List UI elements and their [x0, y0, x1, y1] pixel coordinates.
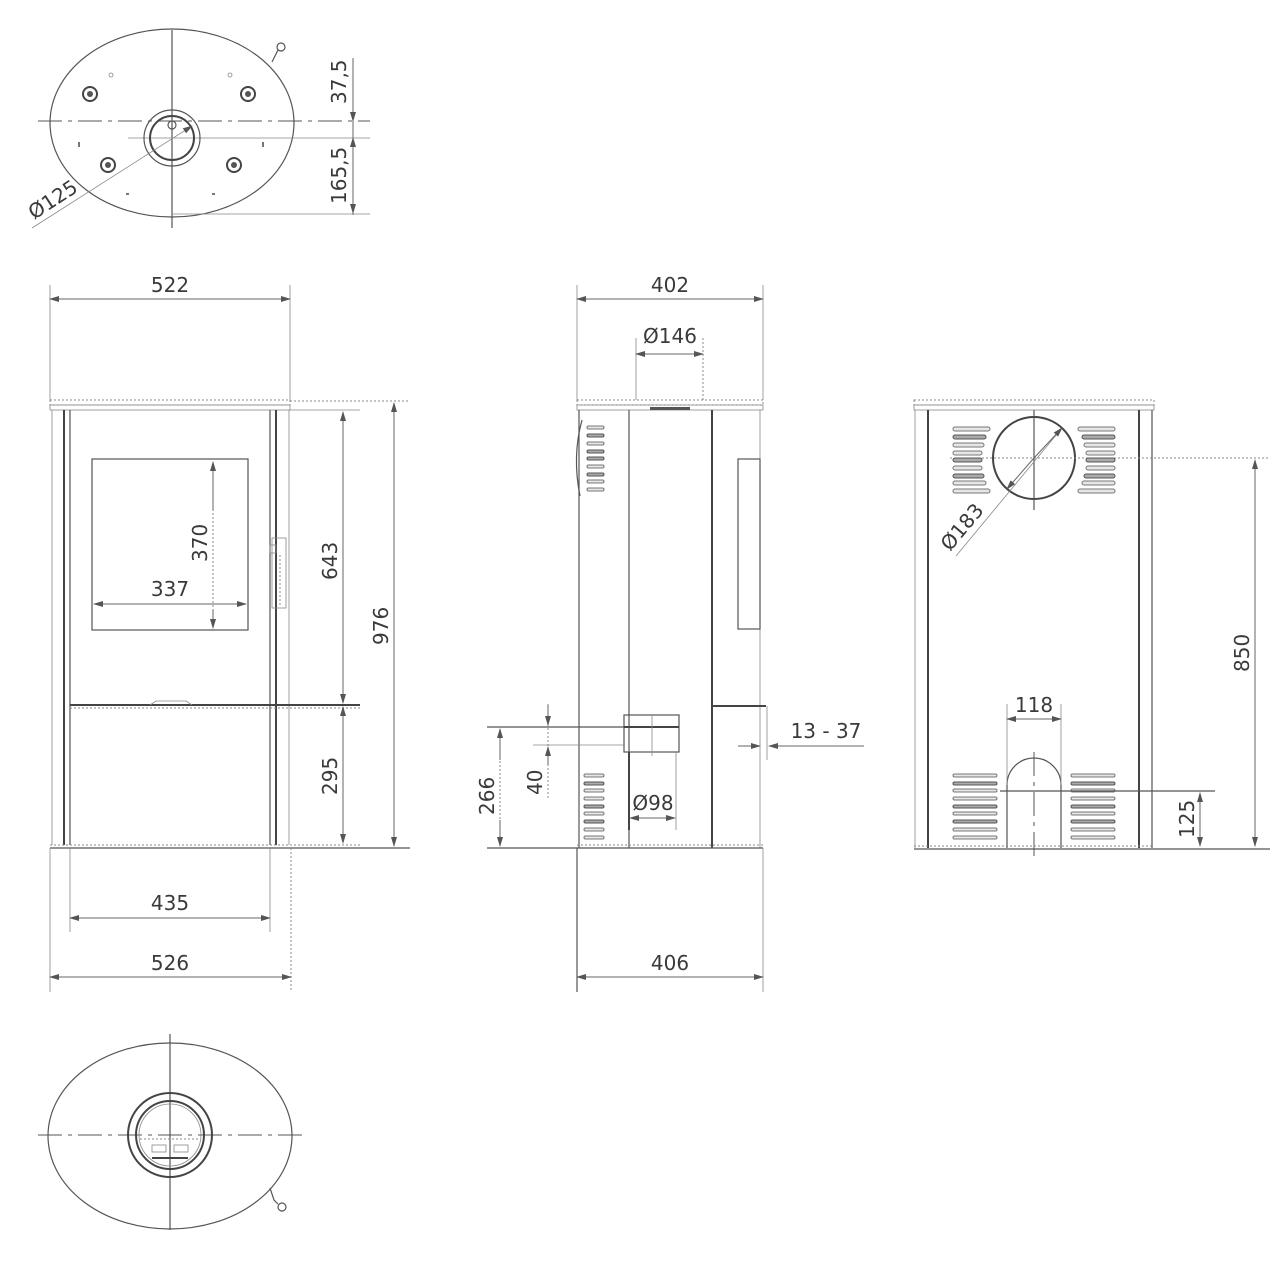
- base-depth-label: 406: [651, 951, 689, 975]
- rear-view: Ø183 850 118: [913, 399, 1270, 858]
- lower-opening-height-label: 125: [1175, 800, 1199, 838]
- rear-vent-slots-lower: [952, 773, 1116, 840]
- air-inlet-diameter-label: Ø98: [632, 791, 673, 815]
- lower-height-label: 295: [318, 757, 342, 795]
- base-width-label: 526: [151, 951, 189, 975]
- lower-opening-width-label: 118: [1015, 693, 1053, 717]
- top-flue-diameter-label: Ø125: [24, 175, 82, 224]
- bottom-flue-ring-outer: [127, 1092, 213, 1178]
- wall-distance-label: 13 - 37: [791, 719, 862, 743]
- rear-panel-insert: [737, 458, 761, 630]
- flue-collar-inner: [149, 115, 195, 161]
- rear-vent-slots-upper: [952, 426, 1116, 494]
- foot-fixings: [78, 72, 264, 195]
- side-flue-diameter-label: Ø146: [643, 324, 697, 348]
- total-height-label: 976: [369, 607, 393, 645]
- top-offset-small-label: 37,5: [327, 59, 351, 104]
- top-plate: [49, 399, 291, 406]
- window-width-label: 337: [151, 577, 189, 601]
- front-curve: [575, 419, 583, 497]
- air-inlet-box: [623, 714, 680, 753]
- handle-ring-icon: [276, 42, 286, 52]
- top-offset-large-label: 165,5: [327, 147, 351, 204]
- door-handle: [269, 537, 287, 609]
- bottom-view: [38, 1034, 302, 1230]
- front-top-width-label: 522: [151, 273, 189, 297]
- door-glass-window: [91, 458, 249, 631]
- window-height-label: 370: [188, 524, 212, 562]
- handle-ring-icon: [277, 1202, 287, 1212]
- flue-collar-outer: [143, 109, 201, 167]
- side-vent-slots-lower: [583, 773, 605, 840]
- rear-flue-height-label: 850: [1230, 634, 1254, 672]
- front-view: 522 370 337 643: [49, 273, 410, 992]
- door-height-label: 643: [318, 542, 342, 580]
- inner-base-width-label: 435: [151, 891, 189, 915]
- side-vent-slots-upper: [586, 425, 605, 492]
- air-inlet-height-label: 266: [475, 777, 499, 815]
- side-view: 402 Ø146: [475, 273, 864, 992]
- side-top-depth-label: 402: [651, 273, 689, 297]
- top-view: Ø125 37,5 165,5: [24, 28, 370, 229]
- air-inlet-offset-label: 40: [523, 770, 547, 795]
- bottom-flue-ring-inner: [135, 1100, 205, 1170]
